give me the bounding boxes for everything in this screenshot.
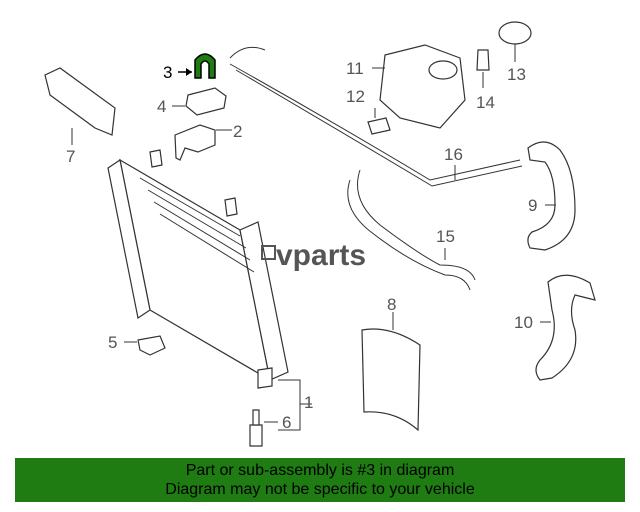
part-8-panel [361,328,421,432]
callout-14[interactable]: 14 [476,93,495,112]
part-14-sensor [476,49,490,71]
callout-11[interactable]: 11 [346,59,364,78]
part-12-cap [367,117,391,135]
part-3-clip[interactable] [194,53,216,79]
part-16-pipe [229,46,523,187]
part-5-drain [137,335,166,356]
callout-5[interactable]: 5 [108,333,117,352]
callout-6[interactable]: 6 [282,413,291,432]
parts-diagram: vparts 1 2 3 4 5 6 7 8 9 10 11 12 13 14 … [44,21,596,447]
banner-line-1: Part or sub-assembly is #3 in diagram [185,462,455,479]
part-15-hose [347,169,476,291]
part-11-reservoir [379,44,466,129]
callout-8[interactable]: 8 [387,295,396,314]
callout-12[interactable]: 12 [346,87,365,106]
svg-text:vparts: vparts [276,239,366,272]
part-2-bracket [174,124,216,161]
part-9-hose [527,141,576,251]
callout-7[interactable]: 7 [66,147,75,166]
callout-10[interactable]: 10 [514,313,533,332]
radiator [107,149,289,389]
brand-logo: vparts [261,239,366,272]
callout-3[interactable]: 3 [163,63,172,82]
callout-15[interactable]: 15 [436,227,455,246]
callout-4[interactable]: 4 [157,97,166,116]
callout-16[interactable]: 16 [444,145,463,164]
callout-1[interactable]: 1 [304,393,313,412]
banner-line-2: Diagram may not be specific to your vehi… [165,481,475,498]
callout-2[interactable]: 2 [233,122,242,141]
part-13-cap [498,21,532,62]
callout-13[interactable]: 13 [507,65,526,84]
part-6-valve [249,409,263,447]
part-4-mount [185,87,227,116]
info-banner: Part or sub-assembly is #3 in diagram Di… [15,458,625,502]
part-10-hose [535,274,596,381]
part-7-shroud [44,67,116,136]
callout-9[interactable]: 9 [528,196,537,215]
